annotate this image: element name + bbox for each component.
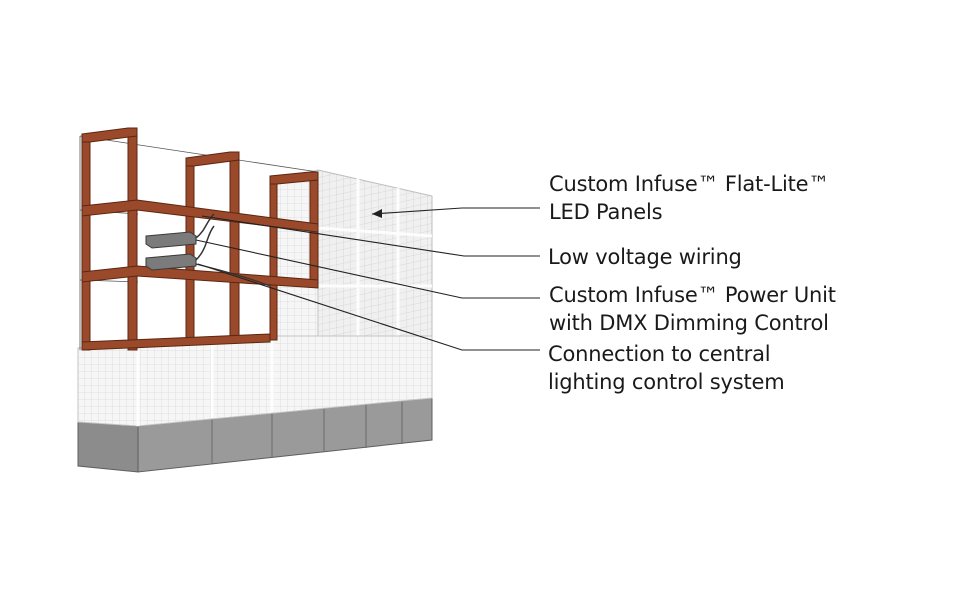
callout-led-panels-line-1: Custom Infuse™ Flat-Lite™: [549, 172, 830, 196]
callout-control-connection: Connection to central lighting control s…: [548, 340, 785, 396]
leader-line-led-panels: [371, 207, 540, 215]
arrowhead-led-panels: [372, 209, 382, 218]
callout-power-unit-line-2: with DMX Dimming Control: [549, 311, 829, 335]
callout-power-unit: Custom Infuse™ Power Unit with DMX Dimmi…: [549, 281, 836, 337]
callout-power-unit-line-1: Custom Infuse™ Power Unit: [549, 283, 836, 307]
callout-leader-lines: [195, 207, 540, 351]
leader-line-low-voltage: [201, 215, 540, 257]
leader-line-control-connection: [197, 263, 540, 351]
concrete-base: [77, 397, 433, 473]
callout-control-connection-line-1: Connection to central: [548, 342, 771, 366]
callout-led-panels-line-2: LED Panels: [549, 200, 663, 224]
leader-line-power-unit: [195, 239, 540, 299]
callout-led-panels: Custom Infuse™ Flat-Lite™ LED Panels: [549, 170, 829, 226]
callout-low-voltage-line-1: Low voltage wiring: [548, 245, 742, 269]
callout-low-voltage-wiring: Low voltage wiring: [548, 243, 742, 271]
callout-control-connection-line-2: lighting control system: [548, 370, 785, 394]
steel-support-frame: [81, 127, 319, 351]
